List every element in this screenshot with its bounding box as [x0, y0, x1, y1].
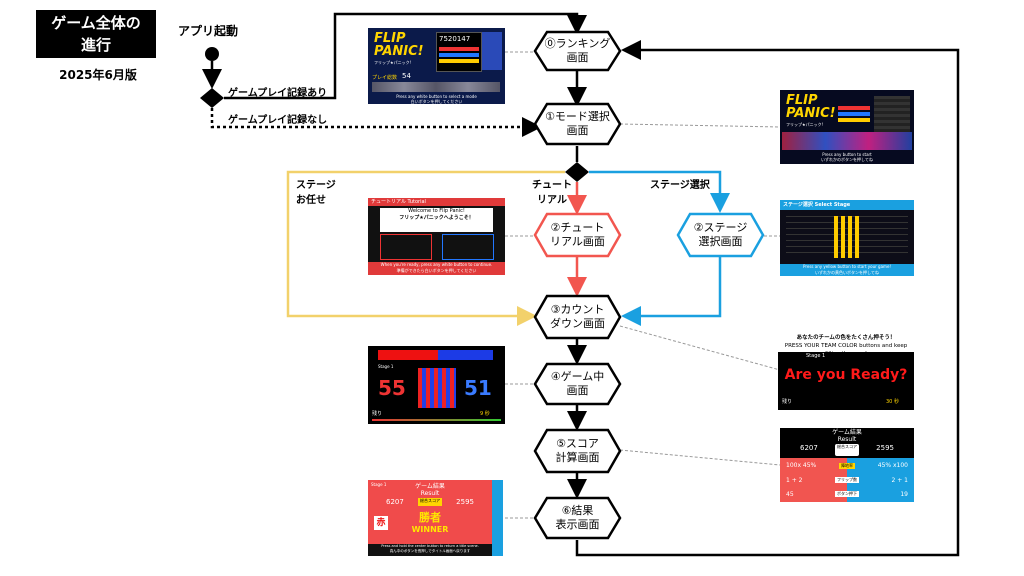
node-result: ⑥結果表示画面 — [555, 504, 600, 531]
path-stage-auto — [286, 170, 565, 326]
node-ranking-shape — [533, 30, 622, 72]
ranking-strip — [372, 82, 500, 92]
tutorial-bar: チュートリアル Tutorial — [368, 198, 505, 206]
ranking-count: 54 — [402, 72, 411, 80]
node-game-shape — [533, 362, 622, 406]
node-mode-shape — [533, 102, 622, 146]
ingame-blue-score: 51 — [464, 376, 492, 400]
thumb-tutorial: チュートリアル Tutorial Welcome to Flip Panic!フ… — [368, 198, 505, 275]
node-countdown-shape — [533, 294, 622, 340]
node-countdown: ③カウントダウン画面 — [550, 303, 605, 330]
leader-score — [619, 449, 781, 466]
node-tutorial: ②チュートリアル画面 — [550, 221, 605, 248]
result-team-badge: 赤 — [374, 516, 388, 530]
node-stage-select-shape — [676, 212, 765, 258]
path-without-record — [210, 108, 542, 137]
tutorial-red-team — [380, 234, 432, 260]
path-result-loop — [575, 40, 960, 557]
ingame-seconds: 9 秒 — [480, 411, 490, 417]
ingame-red-score: 55 — [378, 376, 406, 400]
leader-mode — [619, 123, 781, 128]
mode-logo-sub: フリップ★パニック! — [786, 122, 824, 127]
thumb-countdown: あなたのチームの色をたくさん押そう！PRESS YOUR TEAM COLOR … — [778, 334, 914, 410]
start-node — [205, 47, 219, 61]
branch-tutorial-label: チュートリアル — [532, 180, 572, 206]
node-mode-select: ①モード選択画面 — [545, 110, 610, 137]
ingame-stage: Stage 1 — [378, 364, 394, 369]
title-box: ゲーム全体の 進行 — [36, 10, 156, 58]
countdown-seconds: 30 秒 — [886, 399, 899, 405]
branch-stage-select-label: ステージ選択 — [650, 180, 710, 191]
ranking-photo — [482, 32, 502, 70]
ingame-remain: 残り — [372, 411, 383, 417]
thumb-stage-select: ステージ選択 Select Stage Press any yellow but… — [780, 200, 914, 276]
title-line1: ゲーム全体の — [51, 14, 141, 32]
stage-select-footer: Press any yellow button to start your ga… — [780, 264, 914, 276]
branch-stage-auto-label: ステージお任せ — [296, 180, 336, 206]
path-with-record — [224, 12, 587, 100]
title-line2: 進行 — [80, 36, 111, 54]
mode-banner — [782, 132, 912, 150]
node-ranking: ⓪ランキング画面 — [544, 37, 611, 64]
ingame-timer-bar — [372, 419, 501, 421]
tutorial-blue-team — [442, 234, 494, 260]
countdown-ready: Are you Ready? — [784, 367, 908, 383]
ranking-mode-label: プレイ総数 — [372, 75, 398, 81]
path-stage-select-countdown — [621, 256, 722, 326]
branch-with-record-label: ゲームプレイ記録あり — [228, 88, 328, 99]
mode-options — [838, 104, 870, 130]
tutorial-welcome: Welcome to Flip Panic!フリップ★パニックへようこそ！ — [380, 208, 493, 232]
tutorial-footer: When you're ready, press any white butto… — [368, 262, 505, 275]
result-blue-strip — [492, 480, 503, 556]
countdown-remain: 残り — [782, 399, 793, 405]
node-score-shape — [533, 428, 622, 474]
countdown-stage: Stage 1 — [806, 353, 826, 359]
result-stage: Stage 1 — [371, 482, 387, 487]
mode-grid — [874, 96, 910, 132]
node-tutorial-shape — [533, 212, 622, 258]
mode-decision-diamond — [565, 162, 589, 182]
stage-select-bars — [834, 216, 860, 258]
ingame-blue-bar — [438, 350, 493, 360]
record-decision-diamond — [200, 88, 224, 108]
node-score-calc: ⑤スコア計算画面 — [555, 437, 600, 464]
thumb-in-game: Stage 1 55 51 残り 9 秒 — [368, 346, 505, 424]
node-in-game: ④ゲーム中画面 — [550, 370, 605, 397]
ingame-board — [418, 368, 456, 408]
version-label: 2025年6月版 — [59, 68, 137, 82]
node-result-shape — [533, 496, 622, 540]
ranking-scoreboard: 7520147 — [436, 32, 482, 72]
stage-select-bar: ステージ選択 Select Stage — [780, 200, 914, 210]
start-label: アプリ起動 — [178, 24, 239, 38]
ingame-red-bar — [378, 350, 446, 360]
ranking-logo-sub: フリップ★パニック! — [374, 60, 412, 65]
path-stage-select — [589, 170, 730, 213]
countdown-instruction: あなたのチームの色をたくさん押そう！PRESS YOUR TEAM COLOR … — [778, 334, 914, 357]
node-stage-select: ②ステージ選択画面 — [693, 221, 748, 248]
branch-without-record-label: ゲームプレイ記録なし — [228, 115, 328, 126]
result-footer: Press and hold the center button to retu… — [368, 544, 492, 556]
leader-countdown — [619, 325, 781, 371]
